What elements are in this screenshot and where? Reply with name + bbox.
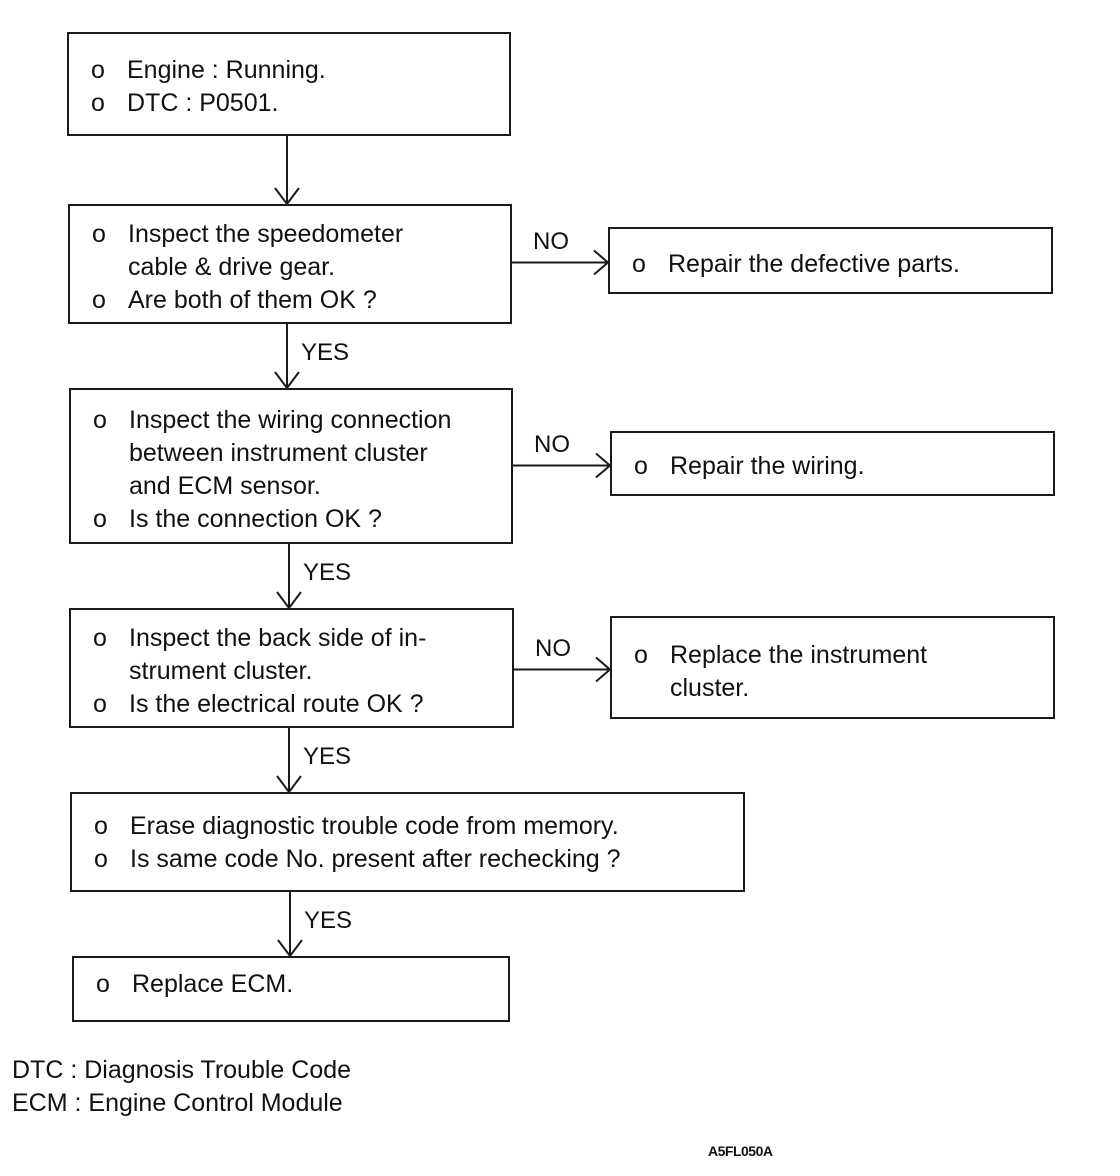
box-line-text: DTC : P0501. bbox=[127, 89, 279, 117]
box-line: between instrument cluster bbox=[93, 437, 501, 470]
step-box-replace-ecm: o Replace ECM. bbox=[72, 956, 510, 1022]
bullet-marker: o bbox=[93, 406, 107, 434]
box-line-text: Repair the defective parts. bbox=[668, 250, 960, 278]
box-line-text: Is the electrical route OK ? bbox=[129, 690, 424, 718]
bullet-marker: o bbox=[632, 250, 646, 278]
box-line-text: Repair the wiring. bbox=[670, 452, 865, 480]
box-line: o Is same code No. present after rechecki… bbox=[94, 843, 733, 876]
abbreviation-legend: DTC : Diagnosis Trouble Code ECM : Engin… bbox=[12, 1054, 351, 1120]
outcome-box-repair-defective-parts: o Repair the defective parts. bbox=[608, 227, 1053, 294]
bullet-marker bbox=[93, 655, 129, 688]
step-box-inspect-speedometer: o Inspect the speedometer cable & drive ge… bbox=[68, 204, 512, 324]
box-line-text: cable & drive gear. bbox=[128, 253, 336, 281]
box-line: cable & drive gear. bbox=[92, 251, 500, 284]
box-line: o Is the connection OK ? bbox=[93, 503, 501, 536]
box-line: o DTC : P0501. bbox=[91, 87, 499, 120]
box-line-text: Is same code No. present after recheckin… bbox=[130, 845, 621, 873]
bullet-marker bbox=[634, 672, 670, 705]
bullet-marker: o bbox=[91, 56, 105, 84]
box-line: o Replace ECM. bbox=[96, 968, 498, 1001]
bullet-marker bbox=[92, 251, 128, 284]
box-line: o Inspect the wiring connection bbox=[93, 404, 501, 437]
box-line: o Inspect the back side of in- bbox=[93, 622, 502, 655]
box-line: o Is the electrical route OK ? bbox=[93, 688, 502, 721]
edge-label: NO bbox=[534, 430, 570, 458]
bullet-marker: o bbox=[92, 286, 106, 314]
box-line: cluster. bbox=[634, 672, 1043, 705]
edge-label: NO bbox=[533, 227, 569, 255]
bullet-marker: o bbox=[96, 970, 110, 998]
edge-label: YES bbox=[304, 907, 353, 934]
edge-label: NO bbox=[535, 634, 571, 662]
bullet-marker: o bbox=[94, 812, 108, 840]
box-line-text: strument cluster. bbox=[129, 657, 313, 685]
box-line: strument cluster. bbox=[93, 655, 502, 688]
box-line: and ECM sensor. bbox=[93, 470, 501, 503]
bullet-marker: o bbox=[92, 220, 106, 248]
box-line-text: Inspect the wiring connection bbox=[129, 406, 452, 434]
bullet-marker bbox=[93, 470, 129, 503]
bullet-marker: o bbox=[93, 690, 107, 718]
box-line: o Inspect the speedometer bbox=[92, 218, 500, 251]
box-line-text: Are both of them OK ? bbox=[128, 286, 377, 314]
box-line-text: Inspect the speedometer bbox=[128, 220, 404, 248]
outcome-box-repair-wiring: o Repair the wiring. bbox=[610, 431, 1055, 496]
outcome-box-replace-instrument-cluster: o Replace the instrument cluster. bbox=[610, 616, 1055, 719]
box-line-text: and ECM sensor. bbox=[129, 472, 321, 500]
box-line: o Are both of them OK ? bbox=[92, 284, 500, 317]
bullet-marker: o bbox=[634, 641, 648, 669]
bullet-marker: o bbox=[634, 452, 648, 480]
edge-label: YES bbox=[303, 743, 352, 770]
step-box-erase-dtc: o Erase diagnostic trouble code from memo… bbox=[70, 792, 745, 892]
bullet-marker: o bbox=[94, 845, 108, 873]
step-box-inspect-wiring: o Inspect the wiring connection between in… bbox=[69, 388, 513, 544]
box-line-text: Engine : Running. bbox=[127, 56, 326, 84]
box-line: o Engine : Running. bbox=[91, 54, 499, 87]
bullet-marker: o bbox=[93, 624, 107, 652]
bullet-marker: o bbox=[93, 505, 107, 533]
box-line-text: Inspect the back side of in- bbox=[129, 624, 427, 652]
legend-dtc: DTC : Diagnosis Trouble Code bbox=[12, 1056, 352, 1084]
edge-label: YES bbox=[301, 339, 350, 366]
figure-code: A5FL050A bbox=[708, 1143, 773, 1159]
box-line: o Repair the defective parts. bbox=[632, 248, 1041, 281]
legend-ecm: ECM : Engine Control Module bbox=[12, 1089, 343, 1117]
edge-label: YES bbox=[303, 559, 352, 586]
box-line-text: Erase diagnostic trouble code from memor… bbox=[130, 812, 619, 840]
box-line-text: Is the connection OK ? bbox=[129, 505, 382, 533]
step-box-inspect-back-side: o Inspect the back side of in-strument cl… bbox=[69, 608, 514, 728]
box-line-text: Replace the instrument bbox=[670, 641, 928, 669]
bullet-marker bbox=[93, 437, 129, 470]
box-line-text: Replace ECM. bbox=[132, 970, 294, 998]
bullet-marker: o bbox=[91, 89, 105, 117]
box-line: o Replace the instrument bbox=[634, 639, 1043, 672]
box-line-text: cluster. bbox=[670, 674, 750, 702]
box-line: o Repair the wiring. bbox=[634, 450, 1043, 483]
box-line-text: between instrument cluster bbox=[129, 439, 428, 467]
box-line: o Erase diagnostic trouble code from memo… bbox=[94, 810, 733, 843]
